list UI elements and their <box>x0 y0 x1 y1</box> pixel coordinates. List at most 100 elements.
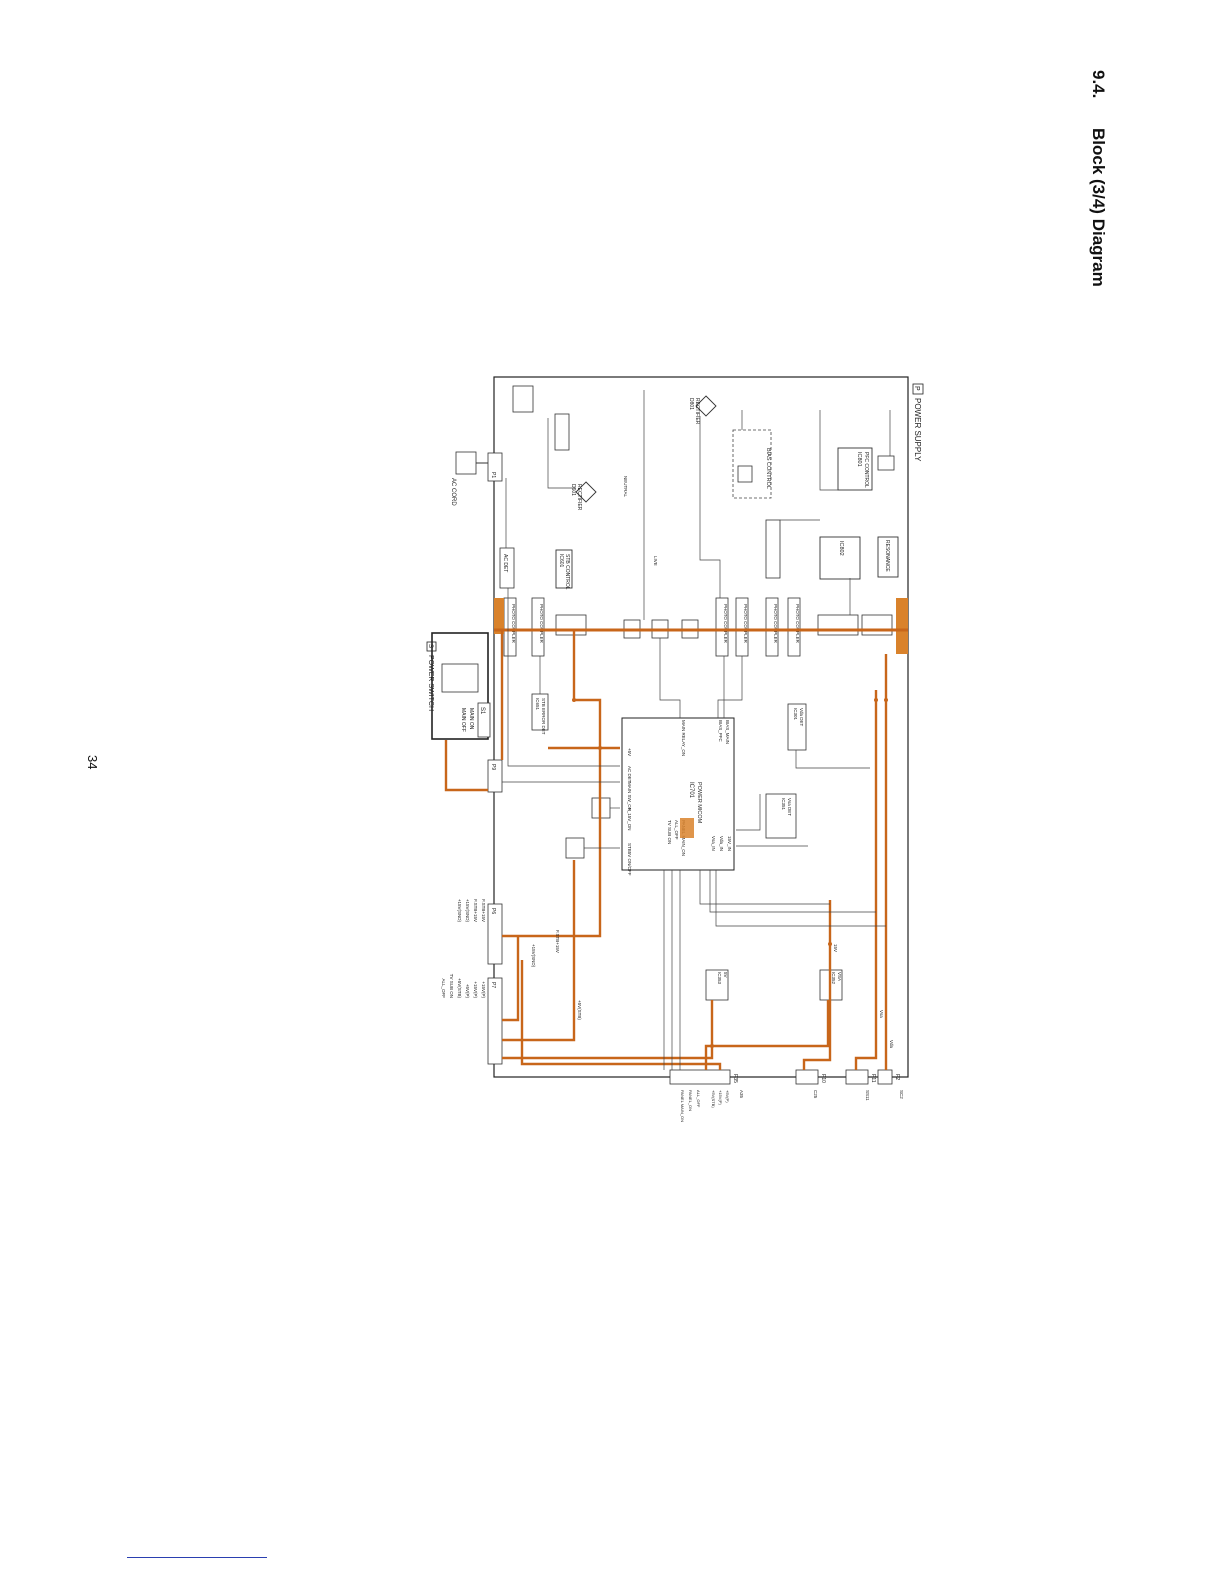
ac-cord: AC CORD <box>450 452 490 506</box>
pin-f15v-on: F_15V_ON <box>627 808 632 831</box>
wire-15v-a <box>804 900 830 1070</box>
rail-vsa: Vsa <box>879 1010 884 1018</box>
ic353-name: IC353 <box>717 972 722 985</box>
p6-pin-4: +15V(SND) <box>457 899 462 923</box>
p7-pin-4: +5V(STB) <box>457 978 462 998</box>
connector-p11-dest: SS11 <box>865 1090 870 1101</box>
wire-vsa-in <box>736 794 760 830</box>
tag-right <box>896 598 908 654</box>
line-filter <box>555 414 569 450</box>
ic651-name: IC651 <box>535 698 540 711</box>
p6-pin-labels: F.STB+15V F.STB+15V +15V(SND) +15V(SND) <box>457 899 486 923</box>
micom-highlight <box>680 818 694 838</box>
wire-vsa-sense <box>710 870 876 912</box>
connector-p11 <box>846 1070 868 1084</box>
pin-vsa-in: Vsa_IN <box>711 836 716 851</box>
p7-pin-6: ALL_OFF <box>441 978 446 998</box>
connector-p2-label: P2 <box>894 1074 900 1080</box>
label-live: LIVE <box>653 556 658 566</box>
connector-p35 <box>670 1070 730 1084</box>
wire-15v-sense <box>700 870 830 904</box>
switch-main-on: MAIN ON <box>468 708 474 730</box>
rectifier-d801: D801RECTIFIER <box>688 396 716 425</box>
pin-ac-det: AC DET <box>627 766 632 783</box>
p6-pin-1: F.STB+15V <box>481 899 486 922</box>
pin-all-off: ALL_OFF <box>674 820 679 840</box>
photo-coupler-1-label: PHOTO COUPLER <box>511 604 516 644</box>
ic803-block <box>766 520 780 578</box>
switch-main-off: MAIN OFF <box>460 708 466 732</box>
photo-coupler-4-label: PHOTO COUPLER <box>743 604 748 644</box>
connector-p10 <box>796 1070 818 1084</box>
transformer-t601 <box>556 615 586 635</box>
connector-p6-label: P6 <box>490 908 496 914</box>
pin-main-relay-on: MAIN RELAY_ON <box>681 720 686 756</box>
bias-control-label: BIAS CONTROL <box>765 448 771 489</box>
ic701-name: IC701 <box>688 782 694 799</box>
p7-pin-5: TV SUB ON <box>449 974 454 998</box>
wire-relay <box>660 638 680 718</box>
photo-coupler-5-label: PHOTO COUPLER <box>773 604 778 644</box>
transformer-t802 <box>862 615 892 635</box>
ic353-sub: 5V <box>723 972 728 978</box>
pin-bias-pfc: BIAS_PFC <box>718 720 723 743</box>
ic351-name: IC351 <box>781 798 786 811</box>
p35-pin-2: +15V(P) <box>718 1090 723 1105</box>
connector-p2 <box>878 1070 892 1084</box>
connector-s1-label: S1 <box>479 707 485 715</box>
photo-coupler-3-label: PHOTO COUPLER <box>723 604 728 644</box>
resonance-label: RESONANCE <box>884 540 890 572</box>
p35-pin-3: +5V(STB) <box>711 1090 716 1108</box>
ic301-sub: Vda DET <box>799 708 804 727</box>
power-switch-code: S <box>427 644 433 648</box>
wire-stb15 <box>502 630 600 936</box>
wire-vda-det <box>796 750 870 768</box>
pin-15v-in: 15V_IN <box>727 836 732 851</box>
ic701-sub: POWER MICOM <box>696 782 702 824</box>
wire-5vstb <box>502 860 574 1040</box>
rectifier-d601-name: D601 <box>570 484 576 496</box>
ic601-sub: STB CONTROL <box>564 554 570 590</box>
wire-rect <box>548 418 576 488</box>
connector-p10-label: P10 <box>820 1074 826 1083</box>
board-label: POWER SUPPLY <box>913 398 922 462</box>
ic352-name: IC352 <box>831 972 836 985</box>
wire-vda-sense <box>716 870 886 926</box>
wire-vsa <box>856 690 876 1070</box>
ic651-sub: STB ERROR DET <box>541 698 546 735</box>
wire-15vp <box>522 960 720 1070</box>
p35-pin-4: ALL_OFF <box>696 1090 701 1108</box>
p7-pin-1: +15V(P) <box>481 981 486 998</box>
ic352-sub: VSA <box>837 972 842 981</box>
connector-p2-dest: SC2 <box>899 1090 904 1099</box>
p35-pin-6: PANEL MAIN_ON <box>680 1090 685 1122</box>
pin-vda-in: Vda_IN <box>719 836 724 851</box>
wire-bias-pfc <box>718 656 742 718</box>
power-switch-symbol <box>442 664 478 692</box>
q801-switch <box>878 456 894 470</box>
q657 <box>566 838 584 858</box>
ac-det-label: AC DET <box>502 554 508 572</box>
rail-15v: 15V <box>833 944 838 952</box>
photo-coupler-2-label: PHOTO COUPLER <box>539 604 544 644</box>
rectifier-d801-sub: RECTIFIER <box>694 398 700 425</box>
ic701-power-micom <box>622 718 734 870</box>
connector-p7 <box>488 978 502 1064</box>
connector-p35-dest: A35 <box>739 1090 744 1099</box>
ic601-name: IC601 <box>558 554 564 568</box>
p7-pin-3: +5V(P) <box>465 984 470 999</box>
p35-pin-1: +5V(P) <box>725 1090 730 1103</box>
connector-p11-label: P11 <box>870 1074 876 1083</box>
label-neutral: NEUTRAL <box>623 476 628 498</box>
board-code: P <box>913 386 920 391</box>
ic801-name: IC801 <box>856 452 862 467</box>
p35-pin-labels: +5V(P) +15V(P) +5V(STB) ALL_OFF PANEL_ON… <box>680 1090 730 1122</box>
wire-hv <box>700 416 720 598</box>
p35-pin-5: PANEL_ON <box>688 1090 693 1111</box>
connector-p9-label: P9 <box>490 764 496 770</box>
ic801-sub: PFC CONTROL <box>863 452 869 488</box>
rectifier-d601: D601RECTIFIER <box>570 482 596 511</box>
wire-snd <box>502 936 518 1020</box>
p7-pin-2: +15V(P) <box>473 981 478 998</box>
